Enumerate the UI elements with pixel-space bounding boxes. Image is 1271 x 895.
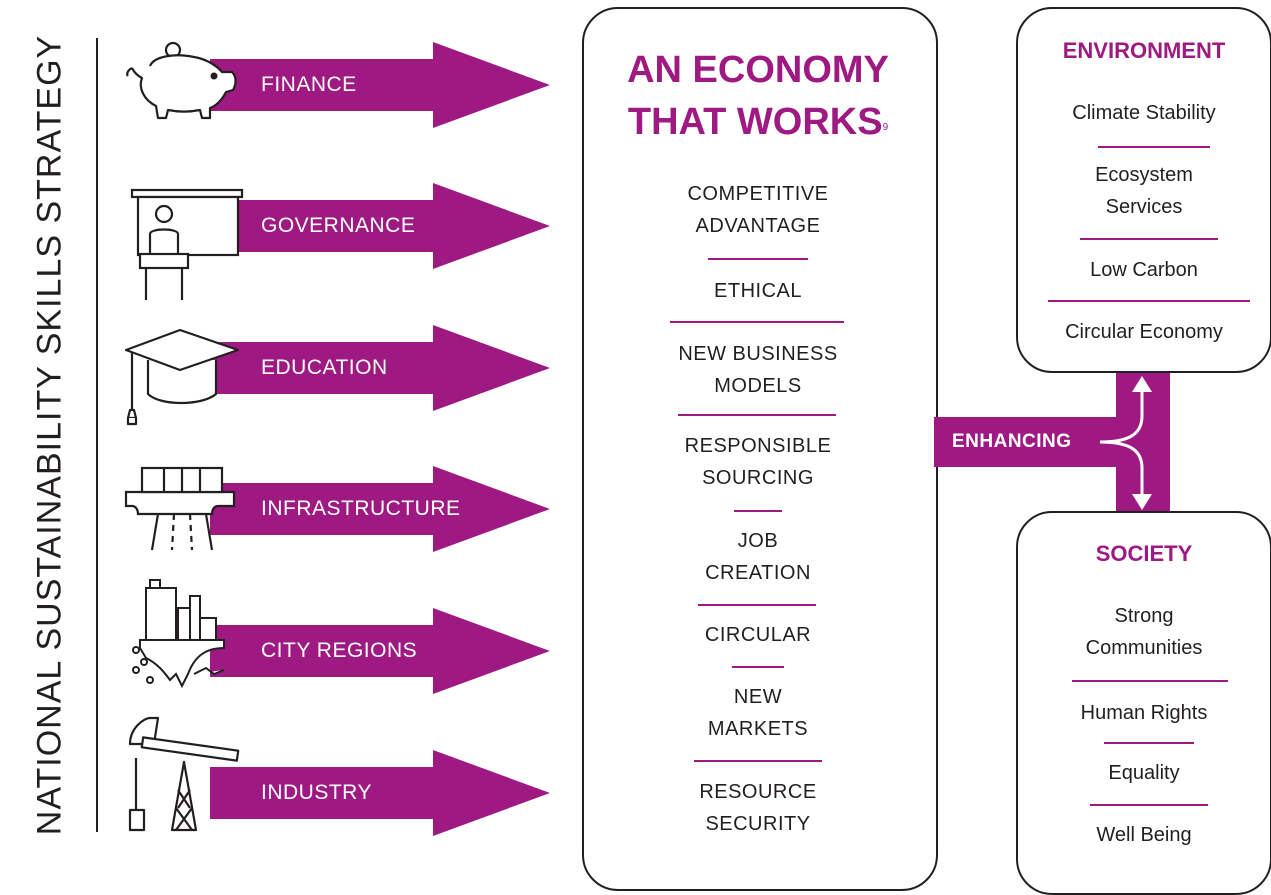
separator [1072, 680, 1228, 682]
economy-item: COMPETITIVE ADVANTAGE [582, 178, 934, 242]
item-line: NEW BUSINESS [678, 343, 838, 365]
arrows-layer [210, 42, 550, 836]
arrow-label-industry: INDUSTRY [261, 781, 372, 804]
economy-title-text: THAT WORKS [627, 101, 883, 143]
item-line: Ecosystem [1095, 164, 1193, 186]
graduation-cap-icon [124, 328, 240, 426]
enhancing-connector [934, 417, 1116, 467]
separator [1048, 300, 1250, 302]
arrow-infrastructure [210, 466, 550, 552]
environment-item: Climate Stability [1016, 97, 1271, 129]
separator [678, 414, 836, 416]
separator [1098, 146, 1210, 148]
piggy-bank-icon [126, 41, 237, 120]
side-divider [96, 38, 98, 832]
environment-title: ENVIRONMENT [1062, 38, 1226, 63]
separator [708, 258, 808, 260]
separator [1080, 238, 1218, 240]
item-line: ETHICAL [714, 280, 802, 302]
item-line: Climate Stability [1072, 102, 1216, 124]
arrow-city-regions [210, 608, 550, 694]
arrow-industry [210, 750, 550, 836]
oil-pump-icon [128, 716, 240, 832]
arrow-label-city-regions: CITY REGIONS [261, 639, 418, 662]
society-box [1016, 511, 1271, 895]
separator [734, 510, 782, 512]
economy-item: JOB CREATION [582, 525, 934, 589]
economy-title-line1: AN ECONOMY [627, 49, 889, 91]
society-title: SOCIETY [1095, 541, 1193, 566]
environment-item: Low Carbon [1016, 254, 1271, 286]
item-line: COMPETITIVE [687, 183, 829, 205]
separator [670, 321, 844, 323]
item-line: RESPONSIBLE [684, 435, 832, 457]
item-line: CREATION [705, 562, 811, 584]
arrow-label-infrastructure: INFRASTRUCTURE [261, 497, 461, 520]
item-line: SECURITY [705, 813, 811, 835]
item-line: MARKETS [707, 718, 809, 740]
item-line: RESOURCE [699, 781, 817, 803]
arrow-label-governance: GOVERNANCE [261, 214, 416, 237]
economy-item: RESPONSIBLE SOURCING [582, 430, 934, 494]
economy-item: CIRCULAR [582, 619, 934, 651]
arrow-governance [210, 183, 550, 269]
arrow-label-education: EDUCATION [261, 356, 388, 379]
economy-item: ETHICAL [582, 275, 934, 307]
environment-item: Circular Economy [1016, 316, 1271, 348]
item-line: Equality [1108, 762, 1180, 784]
economy-box [582, 7, 938, 891]
society-item: Human Rights [1016, 697, 1271, 729]
economy-item: NEW MARKETS [582, 681, 934, 745]
separator [698, 604, 816, 606]
arrow-finance [210, 42, 550, 128]
separator [694, 760, 822, 762]
item-line: Communities [1085, 637, 1203, 659]
footnote-marker: 9 [882, 122, 889, 133]
enhancing-label: ENHANCING [952, 431, 1072, 452]
environment-box [1016, 7, 1271, 373]
item-line: Low Carbon [1090, 259, 1198, 281]
presenter-lectern-icon [130, 188, 244, 300]
arrow-education [210, 325, 550, 411]
item-line: NEW [733, 686, 783, 708]
economy-item: RESOURCE SECURITY [582, 776, 934, 840]
item-line: Human Rights [1080, 702, 1208, 724]
item-line: Well Being [1096, 824, 1192, 846]
arrow-label-finance: FINANCE [261, 73, 357, 96]
bridge-road-icon [124, 466, 236, 551]
society-item: Equality [1016, 757, 1271, 789]
separator [732, 666, 784, 668]
split-arrow-icon [1099, 376, 1152, 510]
economy-title-line2: THAT WORKS9 [582, 98, 934, 146]
item-line: Strong [1114, 605, 1174, 627]
society-item: Strong Communities [1016, 600, 1271, 664]
society-item: Well Being [1016, 819, 1271, 851]
item-line: CIRCULAR [704, 624, 812, 646]
item-line: Circular Economy [1065, 321, 1223, 343]
item-line: ADVANTAGE [695, 215, 821, 237]
item-line: SOURCING [702, 467, 814, 489]
item-line: JOB [737, 530, 779, 552]
economy-item: NEW BUSINESS MODELS [582, 338, 934, 402]
item-line: MODELS [714, 375, 802, 397]
environment-item: Ecosystem Services [1016, 159, 1271, 223]
city-skyline-icon [132, 579, 225, 689]
separator [1090, 804, 1208, 806]
separator [1104, 742, 1194, 744]
item-line: Services [1105, 196, 1183, 218]
